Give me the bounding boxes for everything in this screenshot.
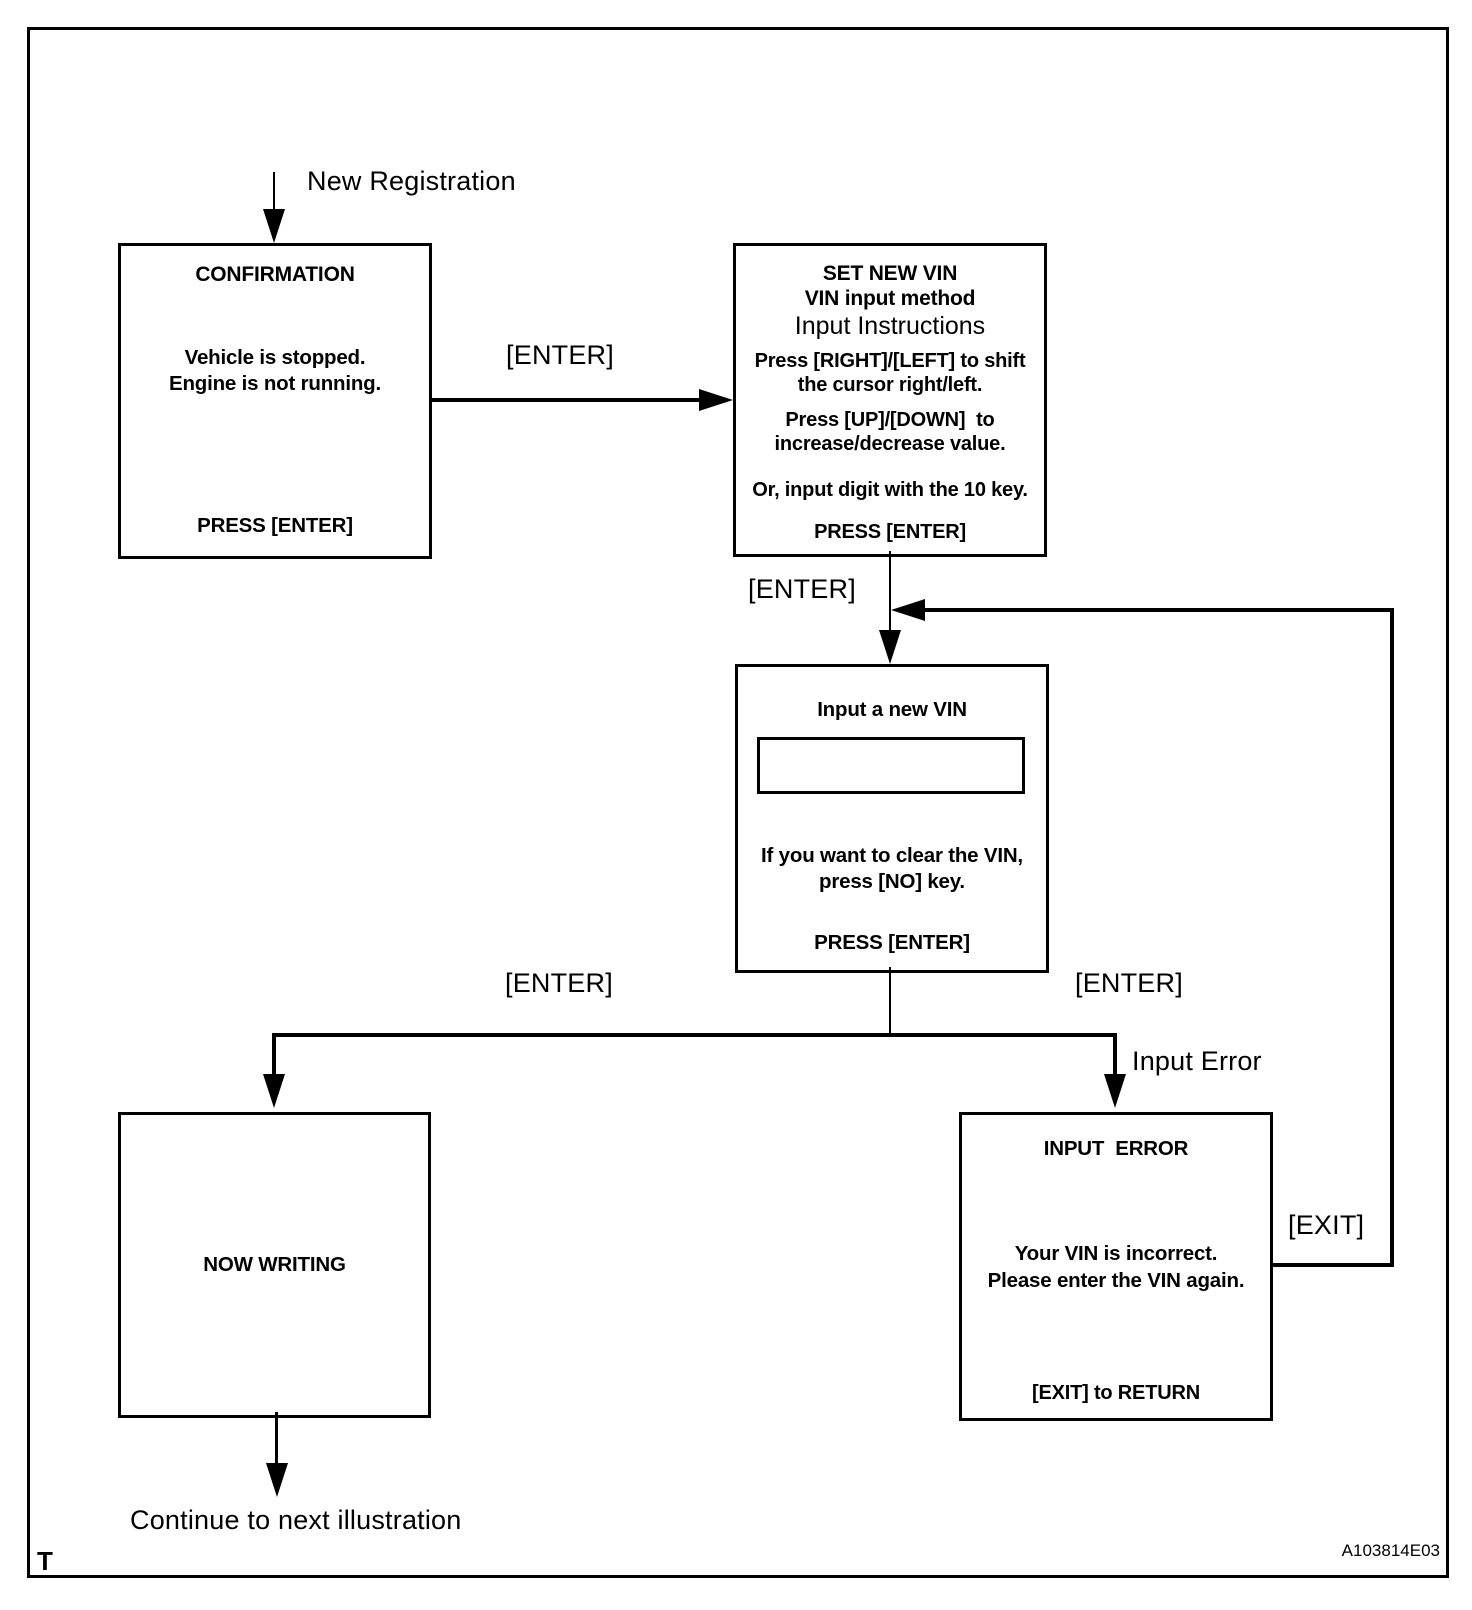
- flow-line-drop-left: [272, 1033, 276, 1078]
- flow-node-input-error: INPUT ERROR Your VIN is incorrect. Pleas…: [959, 1112, 1273, 1421]
- arrowhead-down-into-input: [879, 630, 901, 664]
- label-input-error: Input Error: [1132, 1046, 1262, 1076]
- flow-line-branch-horizontal: [272, 1033, 1117, 1037]
- vin-input-field: [757, 737, 1025, 794]
- confirmation-title: CONFIRMATION: [195, 263, 355, 286]
- flow-line-drop-right: [1113, 1033, 1117, 1078]
- label-enter-mid: [ENTER]: [748, 574, 856, 604]
- label-enter-branch-right: [ENTER]: [1075, 968, 1183, 998]
- input-error-body: Your VIN is incorrect. Please enter the …: [987, 1242, 1245, 1292]
- flow-node-set-new-vin: SET NEW VIN VIN input method Input Instr…: [733, 243, 1047, 557]
- arrowhead-down-into-now-writing: [263, 1074, 285, 1108]
- arrowhead-down-into-confirmation: [263, 209, 285, 243]
- label-continue-note: Continue to next illustration: [130, 1505, 462, 1535]
- flow-line-now-writing-exit: [275, 1412, 278, 1465]
- set-new-vin-footer: PRESS [ENTER]: [814, 521, 966, 543]
- flow-line-input-branch-stem: [889, 967, 891, 1033]
- flow-line-feedback-horizontal: [920, 608, 1394, 612]
- confirmation-body: Vehicle is stopped. Engine is not runnin…: [169, 346, 381, 395]
- arrowhead-down-continue: [266, 1463, 288, 1497]
- flow-node-now-writing: NOW WRITING: [118, 1112, 431, 1418]
- now-writing-title: NOW WRITING: [203, 1253, 346, 1276]
- figure-code: A103814E03: [1341, 1541, 1440, 1560]
- set-new-vin-subtitle: Input Instructions: [794, 312, 986, 340]
- set-new-vin-instructions-1: Press [RIGHT]/[LEFT] to shift the cursor…: [754, 350, 1026, 396]
- arrowhead-right-into-setvin: [699, 389, 733, 411]
- input-new-vin-footer: PRESS [ENTER]: [814, 931, 970, 954]
- page-border: [27, 27, 1449, 1578]
- set-new-vin-instructions-3: Or, input digit with the 10 key.: [752, 479, 1028, 501]
- label-exit: [EXIT]: [1288, 1210, 1365, 1240]
- label-enter-top: [ENTER]: [506, 340, 614, 370]
- flow-line-setvin-to-input: [889, 551, 891, 636]
- input-error-title: INPUT ERROR: [1043, 1137, 1189, 1160]
- set-new-vin-instructions-2: Press [UP]/[DOWN] to increase/decrease v…: [774, 409, 1006, 455]
- confirmation-footer: PRESS [ENTER]: [197, 514, 353, 537]
- flow-node-input-new-vin: Input a new VIN If you want to clear the…: [735, 664, 1049, 973]
- arrowhead-down-into-input-error: [1104, 1074, 1126, 1108]
- input-new-vin-title: Input a new VIN: [817, 698, 967, 721]
- input-error-footer: [EXIT] to RETURN: [1032, 1382, 1200, 1404]
- corner-mark: T: [37, 1546, 53, 1576]
- input-new-vin-body: If you want to clear the VIN, press [NO]…: [761, 844, 1023, 893]
- label-enter-branch-left: [ENTER]: [505, 968, 613, 998]
- set-new-vin-title: SET NEW VIN VIN input method: [804, 262, 976, 310]
- flow-line-feedback-vertical: [1390, 608, 1394, 1267]
- flow-node-confirmation: CONFIRMATION Vehicle is stopped. Engine …: [118, 243, 432, 559]
- flow-line-exit-horizontal: [1270, 1263, 1394, 1267]
- arrowhead-left-into-junction: [891, 599, 925, 621]
- flow-line-new-registration: [273, 172, 275, 213]
- flow-line-confirmation-to-setvin: [432, 398, 704, 402]
- label-new-registration: New Registration: [307, 166, 516, 196]
